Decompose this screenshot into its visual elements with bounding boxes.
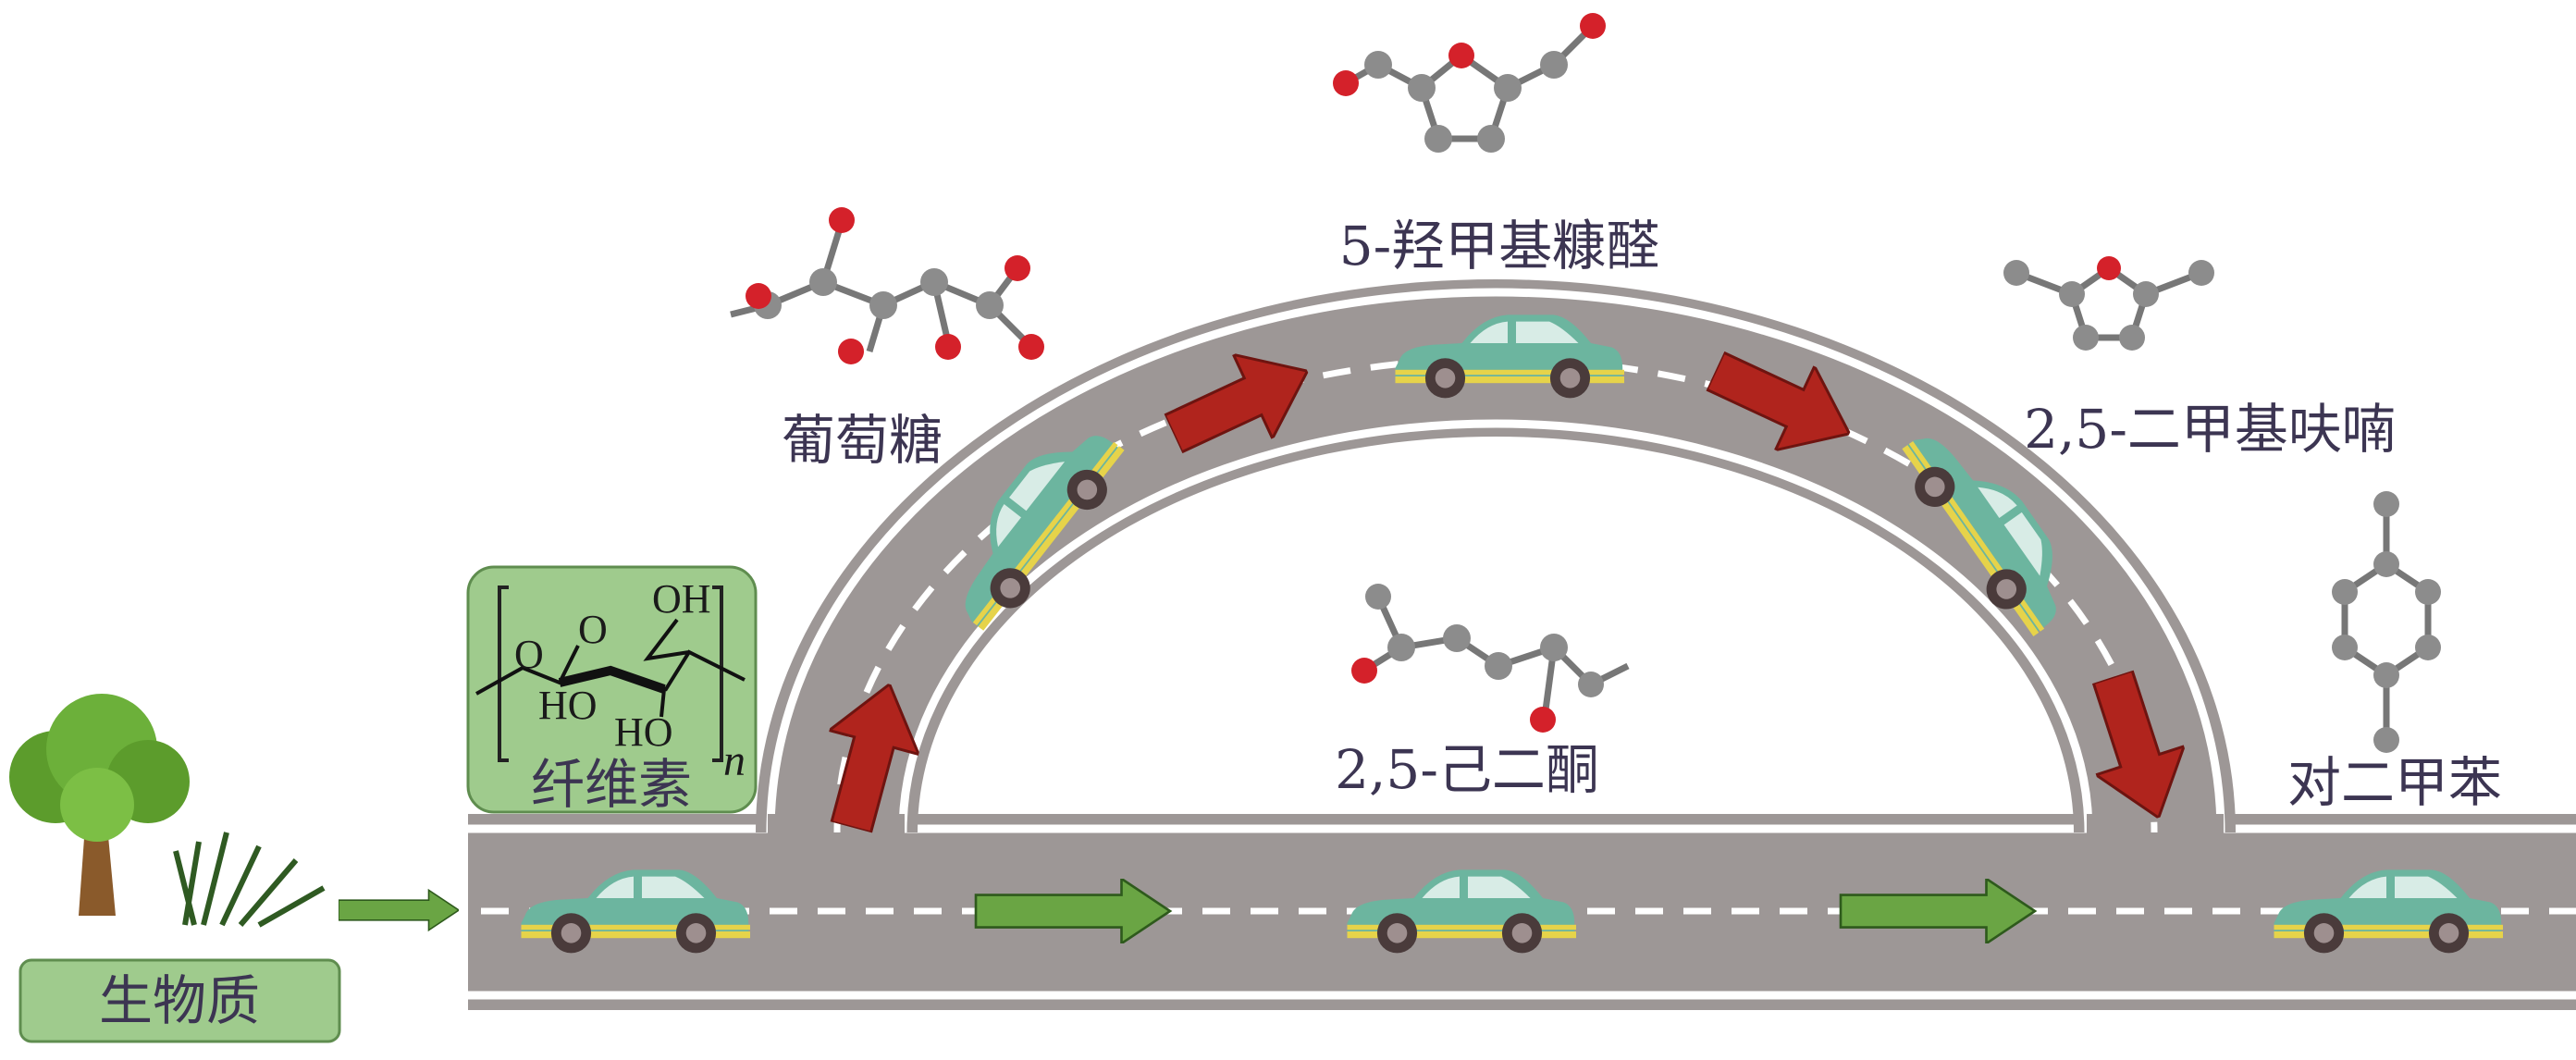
glucose-label: 葡萄糖	[782, 409, 943, 472]
hmf-molecule-icon	[1333, 13, 1606, 153]
tree-icon	[9, 694, 190, 916]
green-arrow-biomass	[339, 888, 459, 932]
glucose-molecule-icon	[730, 207, 1044, 364]
arch-road	[756, 279, 2236, 836]
main-road	[468, 814, 2576, 1010]
hexanedione-molecule-icon	[1351, 584, 1630, 733]
cellulose-label: 纤维素	[531, 753, 692, 816]
repeat-n-text: n	[723, 736, 746, 785]
o-ring-text: O	[578, 607, 608, 652]
pxylene-molecule-icon	[2332, 491, 2441, 753]
biomass-box: 生物质	[18, 958, 341, 1043]
oh-top-text: OH	[652, 576, 711, 622]
pxylene-label: 对二甲苯	[2287, 751, 2502, 814]
o-link-text: O	[514, 632, 544, 677]
ho-bottom-text: HO	[614, 709, 673, 755]
cellulose-box: OH O O HO HO n 纤维素	[466, 565, 758, 816]
biomass-label: 生物质	[99, 969, 260, 1032]
hmf-label: 5-羟甲基糠醛	[1339, 215, 1660, 277]
ho-left-text: HO	[538, 683, 598, 728]
dmf-molecule-icon	[2003, 256, 2214, 351]
grass-icon	[173, 832, 326, 928]
dmf-label: 2,5-二甲基呋喃	[2024, 398, 2396, 461]
hexanedione-label: 2,5-己二酮	[1335, 738, 1599, 801]
